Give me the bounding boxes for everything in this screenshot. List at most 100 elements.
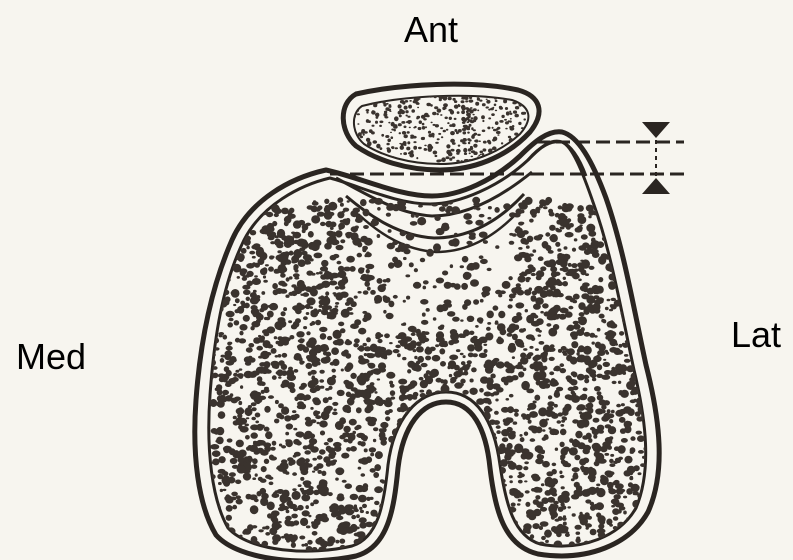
bone-speckle [491, 113, 495, 116]
bone-speckle [434, 106, 438, 109]
bone-speckle [492, 146, 497, 150]
bone-speckle [379, 431, 385, 437]
bone-speckle [207, 488, 213, 493]
bone-speckle [423, 459, 430, 466]
bone-speckle [648, 429, 653, 433]
bone-speckle [358, 390, 367, 398]
bone-speckle [406, 538, 409, 541]
bone-speckle [461, 468, 469, 474]
bone-speckle [319, 379, 324, 382]
bone-speckle [461, 110, 465, 114]
bone-speckle [546, 323, 551, 327]
bone-speckle [435, 344, 439, 347]
bone-speckle [337, 261, 342, 265]
bone-speckle [639, 383, 645, 387]
bone-speckle [406, 147, 410, 151]
bone-speckle [435, 142, 439, 144]
bone-speckle [406, 233, 415, 241]
bone-speckle [612, 554, 618, 558]
bone-speckle [350, 148, 353, 150]
bone-speckle [654, 333, 661, 339]
bone-speckle [475, 471, 483, 477]
bone-speckle [588, 438, 592, 443]
bone-speckle [590, 427, 595, 431]
bone-speckle [391, 136, 394, 139]
bone-speckle [303, 326, 307, 329]
bone-speckle [204, 210, 210, 216]
bone-speckle [264, 406, 270, 413]
bone-speckle [559, 471, 562, 475]
bone-speckle [358, 495, 367, 503]
bone-speckle [432, 355, 441, 362]
bone-speckle [362, 504, 367, 508]
bone-speckle [404, 132, 407, 134]
bone-speckle [423, 502, 428, 506]
bone-speckle [469, 534, 474, 539]
bone-speckle [270, 447, 275, 451]
bone-speckle [454, 384, 458, 387]
bone-speckle [456, 131, 459, 134]
bone-speckle [199, 280, 204, 284]
bone-speckle [310, 370, 317, 375]
bone-speckle [416, 346, 424, 352]
bone-speckle [417, 107, 419, 108]
bone-speckle [560, 424, 564, 427]
bone-speckle [552, 493, 557, 497]
bone-speckle [323, 397, 329, 403]
bone-speckle [472, 535, 476, 539]
bone-speckle [246, 263, 254, 269]
bone-speckle [279, 360, 285, 366]
bone-speckle [285, 432, 289, 436]
bone-speckle [200, 407, 207, 412]
bone-speckle [428, 131, 431, 134]
bone-speckle [463, 272, 471, 280]
bone-speckle [467, 121, 470, 123]
bone-speckle [258, 258, 265, 265]
bone-speckle [251, 417, 256, 421]
bone-speckle [502, 281, 511, 289]
bone-speckle [461, 100, 465, 103]
bone-speckle [506, 398, 510, 401]
bone-speckle [238, 456, 245, 464]
bone-speckle [208, 499, 214, 504]
bone-speckle [354, 426, 359, 430]
bone-speckle [620, 390, 629, 398]
bone-speckle [520, 222, 524, 225]
bone-speckle [577, 404, 586, 411]
bone-speckle [446, 129, 449, 131]
bone-speckle [277, 369, 284, 376]
bone-speckle [581, 259, 590, 268]
bone-speckle [367, 141, 372, 146]
bone-speckle [216, 437, 224, 445]
bone-speckle [454, 100, 457, 103]
bone-speckle [349, 419, 357, 426]
bone-speckle [357, 253, 362, 258]
bone-speckle [274, 336, 277, 339]
bone-speckle [570, 379, 577, 385]
bone-speckle [417, 116, 421, 119]
bone-speckle [488, 206, 492, 209]
bone-speckle [320, 335, 324, 339]
bone-speckle [399, 132, 401, 134]
bone-speckle [197, 255, 205, 262]
bone-speckle [616, 404, 621, 408]
bone-speckle [615, 198, 620, 203]
bone-speckle [321, 471, 326, 476]
bone-speckle [214, 347, 219, 350]
bone-speckle [573, 321, 579, 325]
bone-speckle [403, 257, 407, 260]
bone-speckle [521, 112, 525, 115]
bone-speckle [621, 438, 628, 443]
bone-speckle [239, 331, 243, 336]
bone-speckle [429, 543, 434, 547]
bone-speckle [402, 357, 406, 360]
bone-speckle [293, 232, 302, 239]
bone-speckle [426, 308, 430, 312]
bone-speckle [204, 217, 210, 223]
bone-speckle [210, 342, 214, 346]
bone-speckle [252, 477, 256, 480]
bone-speckle [480, 376, 489, 383]
bone-speckle [348, 548, 355, 553]
bone-speckle [234, 397, 241, 402]
bone-speckle [466, 117, 470, 120]
